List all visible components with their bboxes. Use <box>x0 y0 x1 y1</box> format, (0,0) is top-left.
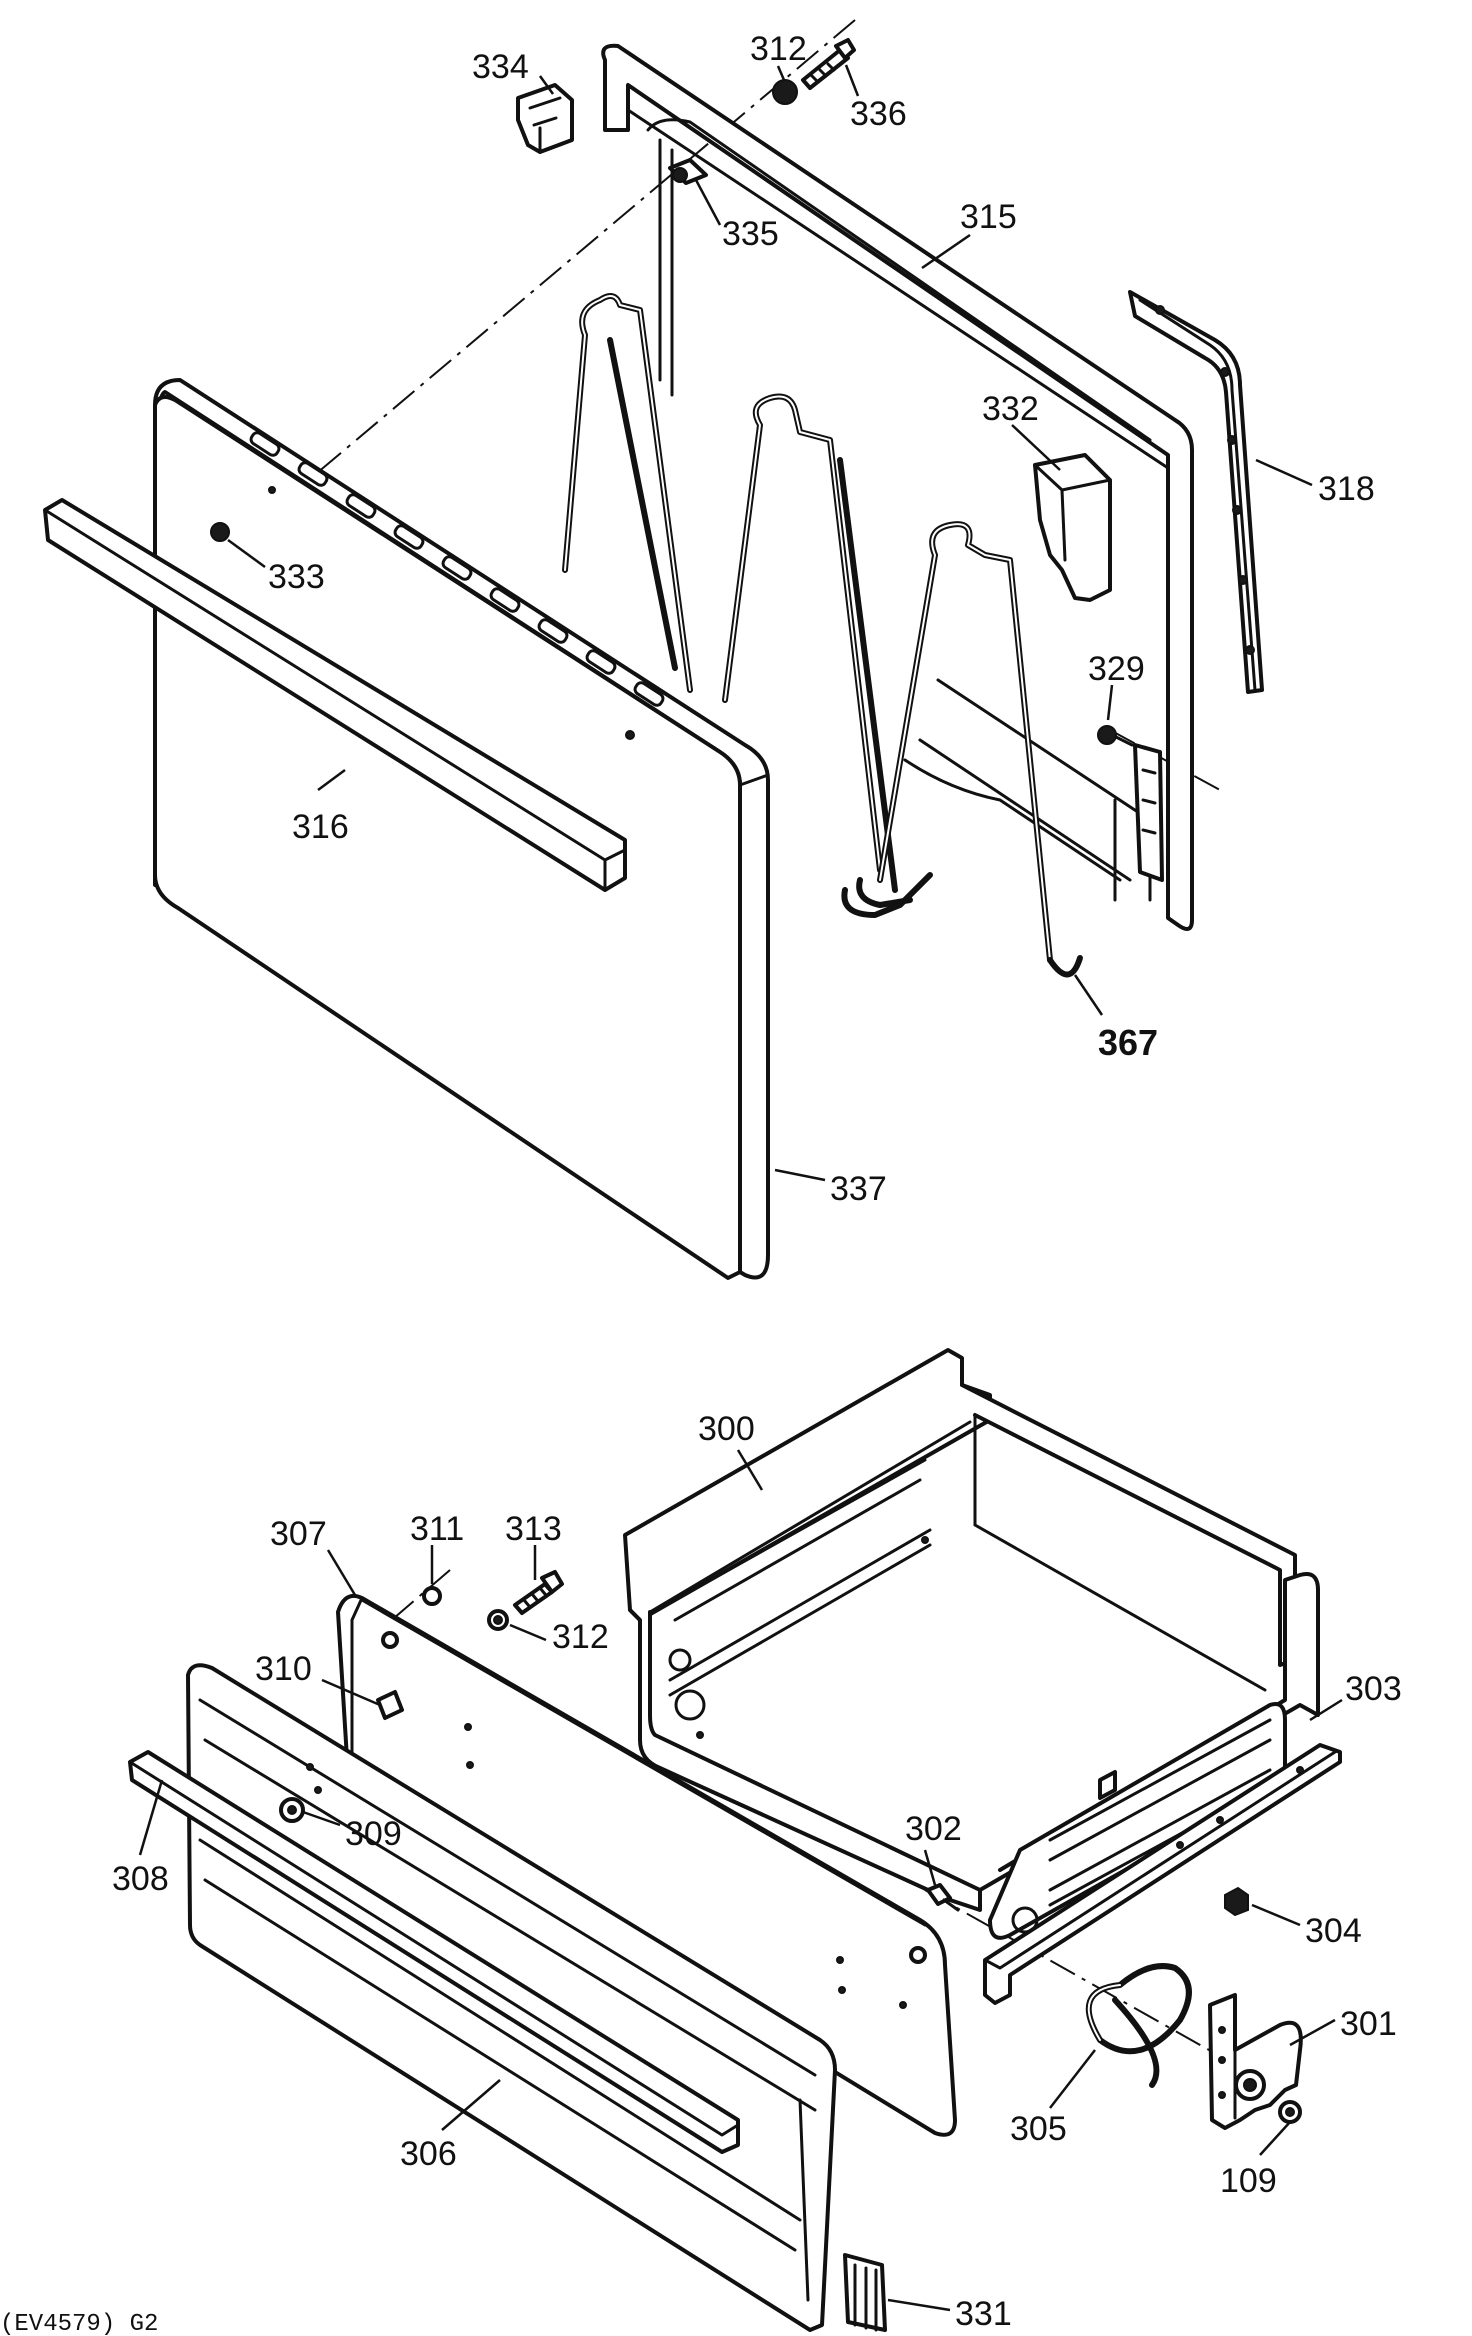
oven-rack-left-367 <box>562 293 693 693</box>
leader-lines <box>138 64 1343 2312</box>
spacer-333 <box>210 522 230 542</box>
footer-code: (EV4579) G2 <box>0 2311 158 2336</box>
callout-312-top: 312 <box>750 30 807 68</box>
callout-367: 367 <box>1098 1022 1158 1063</box>
vent-slot <box>537 618 569 644</box>
oven-rack-right-367 <box>841 521 1083 978</box>
callout-310: 310 <box>255 1650 312 1688</box>
insulation-block-332 <box>1033 453 1112 602</box>
callout-305: 305 <box>1010 2110 1067 2148</box>
washer-312-bottom-center <box>493 1615 503 1625</box>
callout-318: 318 <box>1318 470 1375 508</box>
vent-slot <box>393 524 425 550</box>
callout-109: 109 <box>1220 2162 1277 2200</box>
drawer-slide-rail-303 <box>983 1743 1342 2005</box>
vent-slot <box>441 555 473 581</box>
callout-313: 313 <box>505 1510 562 1548</box>
spacer-329 <box>1097 725 1117 745</box>
stud-302 <box>926 1883 960 1912</box>
callout-315: 315 <box>960 198 1017 236</box>
drawer-stop-331 <box>843 2253 887 2332</box>
screw-336 <box>801 38 856 90</box>
callout-301: 301 <box>1340 2005 1397 2043</box>
panel-hole <box>268 486 276 494</box>
drawer-hole <box>668 1648 692 1672</box>
glide-304 <box>1224 1886 1249 1917</box>
vent-slot <box>633 681 665 707</box>
door-gasket-318 <box>1128 290 1264 694</box>
callout-300: 300 <box>698 1410 755 1448</box>
hinge-pin-335 <box>668 158 708 185</box>
washer-311 <box>422 1586 442 1606</box>
nut-310 <box>376 1690 404 1720</box>
vent-slot <box>345 493 377 519</box>
callout-309: 309 <box>345 1815 402 1853</box>
drawer-hole <box>921 1536 929 1544</box>
door-inner-panel-315 <box>601 43 1194 931</box>
callout-336: 336 <box>850 95 907 133</box>
spacer-329-shank <box>1114 735 1134 747</box>
callout-331: 331 <box>955 2295 1012 2333</box>
drawer-handle-308 <box>128 1750 740 2154</box>
oven-rack-middle-367 <box>722 393 913 908</box>
panel-hole <box>625 730 635 740</box>
vent-slot <box>249 431 281 457</box>
drawer-hole <box>674 1689 706 1721</box>
callout-304: 304 <box>1305 1912 1362 1950</box>
screw-313 <box>513 1570 564 1615</box>
callout-311: 311 <box>410 1510 464 1548</box>
callout-312-bottom: 312 <box>552 1618 609 1656</box>
drawer-body-300 <box>623 1348 1320 1940</box>
assembly-center-line <box>1109 729 1221 791</box>
callout-333: 333 <box>268 558 325 596</box>
callout-307: 307 <box>270 1515 327 1553</box>
nut-312-top <box>772 79 798 105</box>
vent-slot <box>297 461 329 487</box>
screw-309-center <box>287 1805 297 1815</box>
callout-316: 316 <box>292 808 349 846</box>
callout-332: 332 <box>982 390 1039 428</box>
door-handle-316 <box>43 498 627 892</box>
hinge-bracket <box>1133 743 1164 882</box>
callout-306: 306 <box>400 2135 457 2173</box>
nut-109-center <box>1285 2107 1295 2117</box>
callout-334: 334 <box>472 48 529 86</box>
vent-slot <box>585 649 617 675</box>
vent-slot <box>489 587 521 613</box>
callout-329: 329 <box>1088 650 1145 688</box>
drawer-inner-panel-307 <box>336 1593 957 2137</box>
callout-335: 335 <box>722 215 779 253</box>
callout-337: 337 <box>830 1170 887 1208</box>
callout-308: 308 <box>112 1860 169 1898</box>
callout-302: 302 <box>905 1810 962 1848</box>
assembly-center-line <box>379 1569 451 1631</box>
callout-303: 303 <box>1345 1670 1402 1708</box>
spring-clip-305 <box>1085 1963 1192 2088</box>
drawer-hole <box>696 1731 704 1739</box>
bracket-334 <box>516 83 574 154</box>
outer-door-panel-337 <box>153 378 770 1280</box>
